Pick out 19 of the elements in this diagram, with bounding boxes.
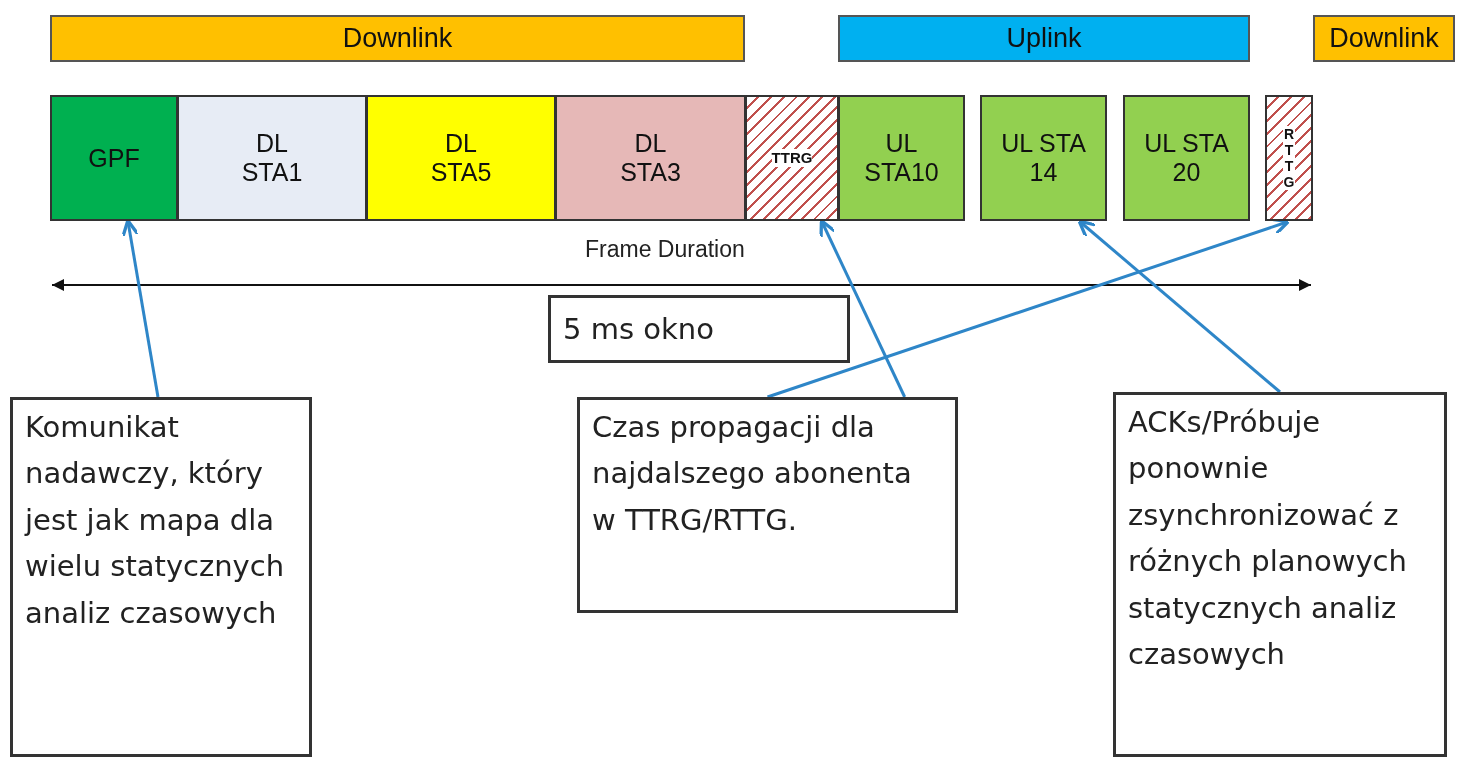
frame-slot: UL STA 14 [980, 95, 1107, 221]
guard-slot: RTTG [1265, 95, 1313, 221]
callout-box: ACKs/Próbuje ponownie zsynchronizować z różnych planowych statycznych analiz czasowych [1113, 392, 1447, 757]
downlink-bar: Downlink [1313, 15, 1455, 62]
uplink-bar: Uplink [838, 15, 1250, 62]
guard-slot: TTRG [745, 95, 839, 221]
arrow [1077, 219, 1281, 394]
frame-slot: DL STA5 [366, 95, 556, 221]
frame-slot: DL STA1 [177, 95, 367, 221]
callout-box: Czas propagacji dla najdalszego abonenta w TTRG/RTTG. [577, 397, 958, 613]
frame-slot: DL STA3 [555, 95, 746, 221]
dimension-label: Frame Duration [585, 236, 745, 263]
frame-slot: UL STA 20 [1123, 95, 1250, 221]
callout-box: Komunikat nadawczy, który jest jak mapa dla wielu statycznych analiz czasowych [10, 397, 312, 757]
frame-slot: GPF [50, 95, 178, 221]
callout-box: 5 ms okno [548, 295, 850, 363]
arrow [819, 219, 906, 398]
downlink-bar: Downlink [50, 15, 745, 62]
frame-slot: UL STA10 [838, 95, 965, 221]
